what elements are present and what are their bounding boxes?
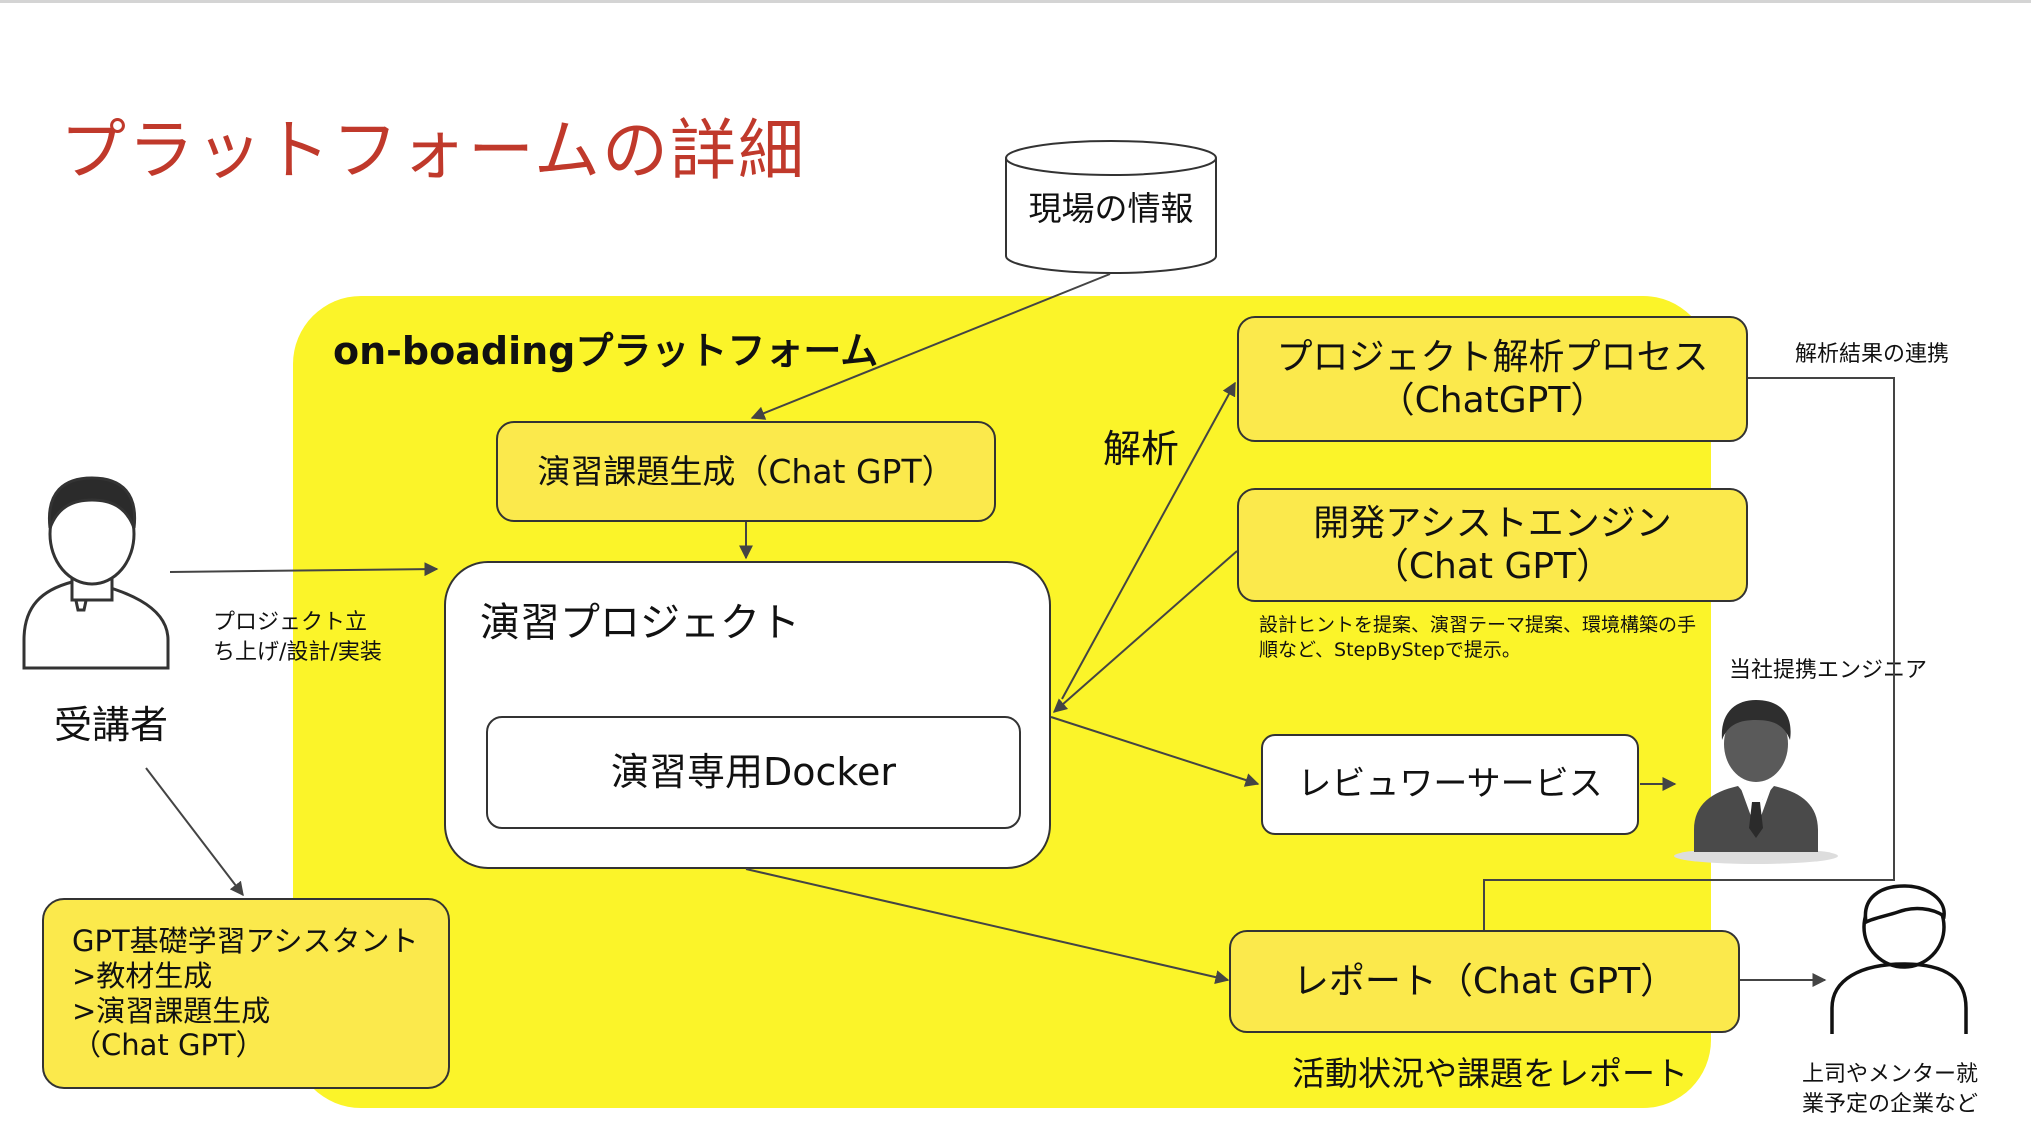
analysis-result-link-label: 解析結果の連携 [1795, 342, 1950, 367]
database-label: 現場の情報 [1028, 189, 1194, 228]
platform-label: on-boadingプラットフォーム [333, 329, 879, 373]
analysis-process-sublabel: （ChatGPT） [1378, 380, 1607, 421]
gpt-assistant-node: GPT基礎学習アシスタント >教材生成 >演習課題生成 （Chat GPT） [42, 898, 450, 1089]
analysis-label: 解析 [1103, 427, 1180, 471]
reviewer-node: レビュワーサービス [1261, 734, 1639, 835]
businessman-icon [1674, 700, 1838, 864]
docker-label: 演習専用Docker [610, 749, 897, 794]
dev-assist-label: 開発アシストエンジン [1313, 502, 1672, 544]
exercise-generation-label: 演習課題生成（Chat GPT） [537, 451, 955, 491]
analysis-process-label: プロジェクト解析プロセス [1276, 336, 1709, 378]
arrow-project-to-reviewer [1050, 716, 1260, 787]
arrow-project-to-analysis [1061, 381, 1236, 700]
report-label: レポート（Chat GPT） [1292, 960, 1677, 1002]
report-description: 活動状況や課題をレポート [1292, 1054, 1688, 1093]
person-outline-icon [1830, 884, 1968, 1034]
arrow-project-to-report [745, 868, 1230, 984]
report-node: レポート（Chat GPT） [1229, 930, 1740, 1033]
gpt-assistant-label: GPT基礎学習アシスタント [72, 923, 419, 958]
person-icon [22, 476, 170, 670]
exercise-project-label: 演習プロジェクト [480, 600, 800, 646]
learner-label: 受講者 [54, 703, 169, 747]
reviewer-label: レビュワーサービス [1297, 764, 1603, 805]
arrow-learner-to-assistant [145, 767, 244, 897]
link-analysis-result [1483, 377, 1895, 930]
exercise-generation-node: 演習課題生成（Chat GPT） [496, 421, 996, 522]
arrow-dev-assist-to-project [1052, 550, 1238, 713]
stakeholders-label: 上司やメンター就 業予定の企業など [1802, 1062, 1979, 1117]
gpt-assistant-item-exercises: >演習課題生成 [72, 993, 271, 1028]
gpt-assistant-item-materials: >教材生成 [72, 958, 213, 993]
top-divider [0, 0, 2031, 3]
page-title: プラットフォームの詳細 [60, 112, 807, 189]
arrow-db-to-generation [750, 273, 1111, 420]
gpt-assistant-sublabel: （Chat GPT） [72, 1028, 265, 1063]
dev-assist-sublabel: （Chat GPT） [1372, 546, 1613, 587]
docker-node: 演習専用Docker [486, 716, 1021, 829]
project-setup-text: プロジェクト立 ち上げ/設計/実装 [213, 610, 382, 665]
analysis-process-node: プロジェクト解析プロセス （ChatGPT） [1237, 316, 1748, 442]
dev-assist-description: 設計ヒントを提案、演習テーマ提案、環境構築の手 順など、StepByStepで提… [1259, 614, 1697, 662]
dev-assist-node: 開発アシストエンジン （Chat GPT） [1237, 488, 1748, 602]
arrow-learner-to-project [169, 562, 439, 577]
